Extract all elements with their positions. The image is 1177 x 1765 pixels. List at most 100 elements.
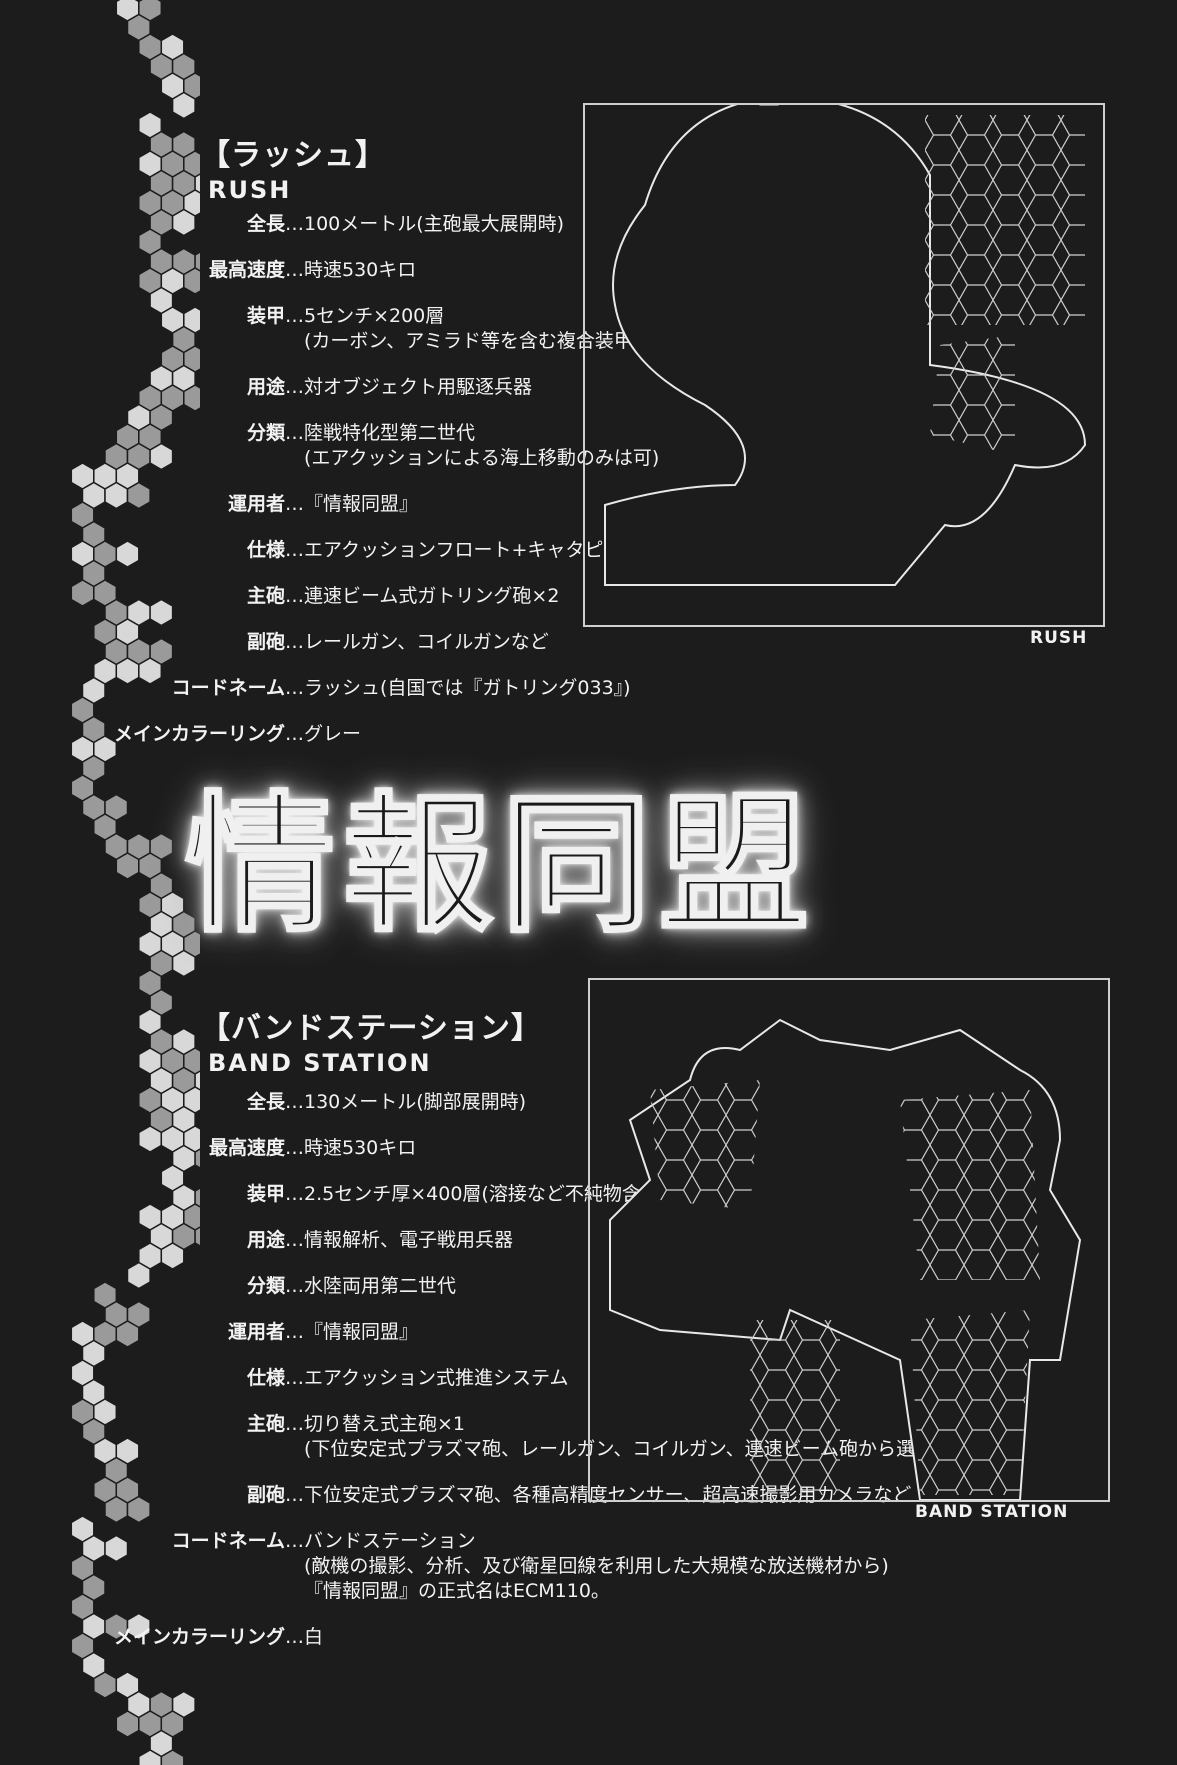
spec-label: 仕様 [246, 1367, 285, 1389]
spec-row: 仕様…エアクッション式推進システム [90, 1366, 979, 1391]
hex-cell [104, 1534, 129, 1563]
hex-pattern-decoration [70, 0, 200, 1765]
rush-title: 【ラッシュ】 [200, 138, 386, 173]
spec-value: 連速ビーム式ガトリング砲×2 [304, 585, 560, 607]
spec-row: 最高速度…時速530キロ [90, 1136, 979, 1161]
spec-value: 水陸両用第二世代 [304, 1275, 457, 1297]
spec-separator: … [285, 376, 304, 398]
spec-row: 主砲…連速ビーム式ガトリング砲×2 [90, 584, 755, 609]
spec-label: 全長 [246, 1091, 285, 1113]
band-station-card: 【バンドステーション】 BAND STATION [200, 1003, 542, 1077]
spec-label: 副砲 [246, 1484, 285, 1506]
hex-cell [126, 1495, 151, 1524]
hex-cell [138, 657, 163, 685]
spec-separator: … [285, 259, 304, 281]
spec-label: メインカラーリング [113, 1626, 285, 1648]
spec-separator: … [285, 305, 304, 327]
hex-cell [149, 598, 174, 627]
rush-illustration-caption: RUSH [1030, 628, 1088, 648]
band-station-illustration-frame [588, 978, 1110, 1502]
spec-label: 最高速度 [208, 259, 285, 281]
spec-row: コードネーム…ラッシュ(自国では『ガトリング033』) [90, 676, 755, 701]
spec-separator: … [285, 213, 304, 235]
spec-row: 分類…水陸両用第二世代 [90, 1274, 979, 1299]
hex-cell [115, 540, 140, 568]
spec-label: コードネーム [171, 1530, 285, 1552]
spec-row: 最高速度…時速530キロ [90, 258, 755, 283]
rush-spec-list: 全長…100メートル(主砲最大展開時)最高速度…時速530キロ装甲…5センチ×2… [90, 212, 755, 768]
spec-row: 全長…100メートル(主砲最大展開時) [90, 212, 755, 237]
spec-separator: … [285, 1275, 304, 1297]
hex-cell [183, 267, 200, 295]
spec-row: 装甲…2.5センチ厚×400層(溶接など不純物含む) [90, 1182, 979, 1207]
band-station-title: 【バンドステーション】 [200, 1011, 542, 1046]
spec-row: 用途…情報解析、電子戦用兵器 [90, 1228, 979, 1253]
spec-value: 陸戦特化型第二世代 (エアクッションによる海上移動のみは可) [304, 422, 660, 469]
band-station-silhouette-illustration [609, 1018, 1082, 1501]
spec-label: 主砲 [246, 1413, 285, 1435]
spec-value: バンドステーション (敵機の撮影、分析、及び衛星回線を利用した大規模な放送機材か… [304, 1530, 889, 1602]
spec-value: 時速530キロ [304, 259, 417, 281]
spec-label: 装甲 [246, 1183, 285, 1205]
hex-cell [171, 208, 196, 237]
spec-separator: … [285, 422, 304, 444]
hex-cell [93, 1671, 118, 1699]
spec-value: 130メートル(脚部展開時) [304, 1091, 527, 1113]
hex-cell [194, 1148, 200, 1169]
spec-label: 仕様 [246, 539, 285, 561]
spec-separator: … [285, 1091, 304, 1113]
spec-separator: … [285, 1484, 304, 1506]
hex-cell [171, 91, 196, 120]
band-station-illustration-caption: BAND STATION [915, 1502, 1069, 1522]
spec-value: 『情報同盟』 [304, 493, 419, 515]
spec-separator: … [285, 1530, 304, 1552]
spec-label: 運用者 [227, 493, 285, 515]
spec-value: 2.5センチ厚×400層(溶接など不純物含む) [304, 1183, 668, 1205]
spec-separator: … [285, 539, 304, 561]
spec-value: レールガン、コイルガンなど [304, 631, 549, 653]
spec-row: メインカラーリング…白 [90, 1625, 979, 1650]
spec-label: コードネーム [171, 677, 285, 699]
faction-title: 情報同盟 [184, 777, 818, 953]
hex-cell [149, 442, 174, 471]
hex-cell [183, 384, 200, 412]
spec-separator: … [285, 1367, 304, 1389]
spec-row: 分類…陸戦特化型第二世代 (エアクッションによる海上移動のみは可) [90, 421, 755, 471]
hex-cell [194, 1226, 200, 1247]
hex-cell [115, 1710, 140, 1738]
spec-value: 時速530キロ [304, 1137, 417, 1159]
hex-cell [160, 1242, 185, 1270]
spec-value: 100メートル(主砲最大展開時) [304, 213, 565, 235]
spec-value: 白 [304, 1626, 324, 1648]
spec-label: 全長 [246, 213, 285, 235]
spec-label: 主砲 [246, 585, 285, 607]
spec-separator: … [285, 1413, 304, 1435]
spec-label: 分類 [246, 1275, 285, 1297]
spec-value: 情報解析、電子戦用兵器 [304, 1229, 514, 1251]
hex-cell [115, 852, 140, 880]
spec-value: エアクッション式推進システム [304, 1367, 569, 1389]
spec-separator: … [285, 1321, 304, 1343]
spec-label: メインカラーリング [113, 723, 285, 745]
spec-row: コードネーム…バンドステーション (敵機の撮影、分析、及び衛星回線を利用した大規… [90, 1529, 979, 1604]
hex-cell [115, 1320, 140, 1348]
spec-separator: … [285, 677, 304, 699]
spec-value: 『情報同盟』 [304, 1321, 419, 1343]
spec-value: グレー [304, 723, 362, 745]
spec-label: 装甲 [246, 305, 285, 327]
spec-label: 運用者 [227, 1321, 285, 1343]
hex-cell [138, 1749, 163, 1765]
spec-separator: … [285, 1229, 304, 1251]
spec-separator: … [285, 585, 304, 607]
spec-row: 用途…対オブジェクト用駆逐兵器 [90, 375, 755, 400]
band-station-subtitle: BAND STATION [208, 1049, 432, 1077]
rush-silhouette-illustration [604, 95, 1087, 586]
spec-label: 分類 [246, 422, 285, 444]
spec-separator: … [285, 631, 304, 653]
rush-illustration-frame [583, 95, 1105, 627]
spec-separator: … [285, 723, 304, 745]
spec-value: ラッシュ(自国では『ガトリング033』) [304, 677, 631, 699]
spec-label: 最高速度 [208, 1137, 285, 1159]
spec-row: メインカラーリング…グレー [90, 722, 755, 747]
spec-separator: … [285, 1137, 304, 1159]
